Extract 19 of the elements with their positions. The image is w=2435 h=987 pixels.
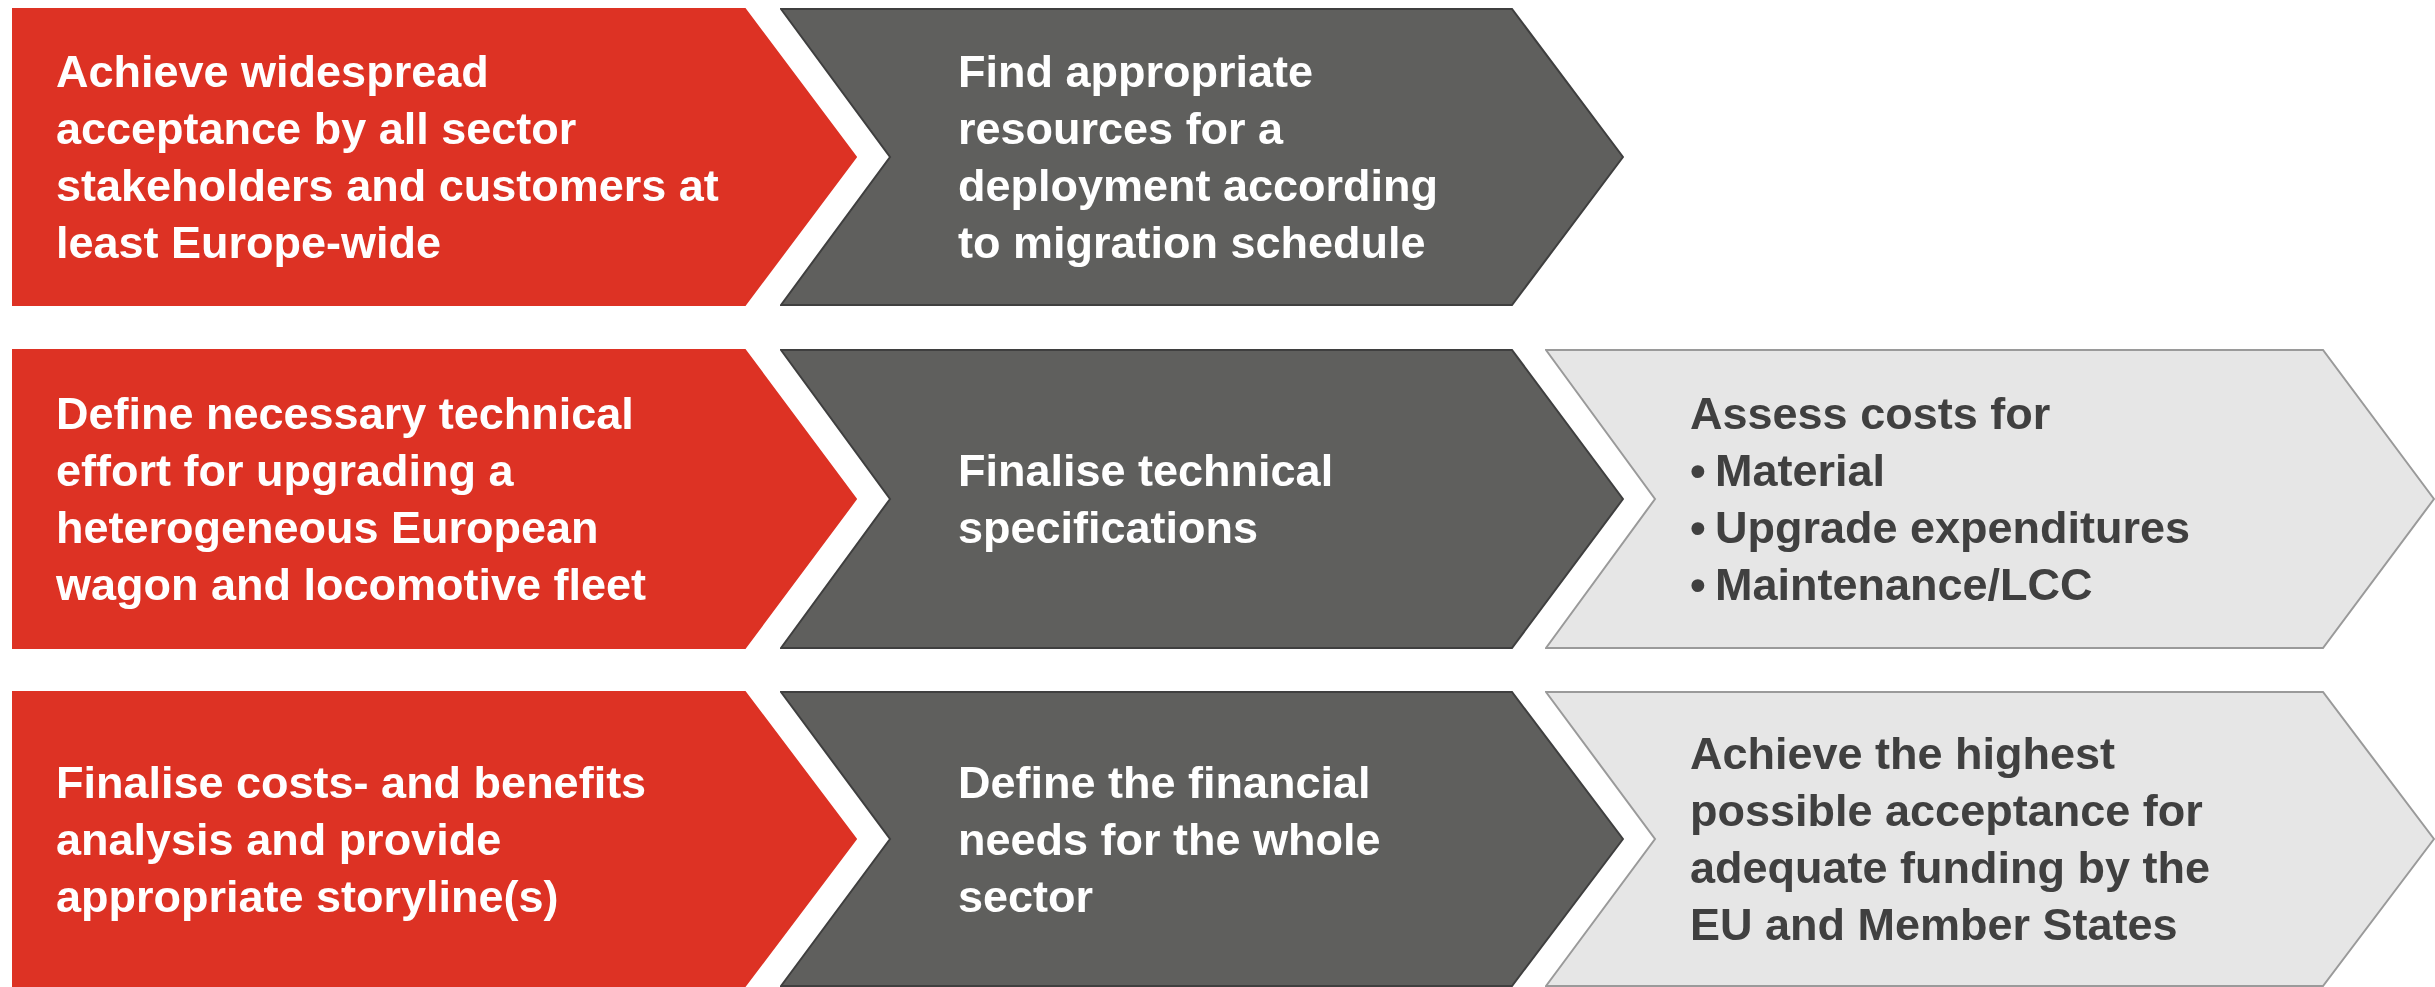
chevron-step bbox=[12, 8, 857, 306]
chevron-step bbox=[780, 8, 1624, 306]
chevron-step bbox=[1545, 349, 2435, 649]
step-text: Finalise technical specifications bbox=[958, 444, 1335, 555]
chevron-step bbox=[12, 691, 857, 987]
step-text: Achieve widespread acceptance by all sector stakeholders and customers at least Europe-wide bbox=[56, 45, 720, 270]
step-text: Achieve the highest possible acceptance for adequate funding by the EU and Member States bbox=[1690, 727, 2211, 952]
chevron-step bbox=[1545, 691, 2435, 987]
bullet-item: • Material bbox=[1690, 444, 1887, 498]
step-text: Define necessary technical effort for upgrading a heterogeneous European wagon and locomotive fleet bbox=[56, 387, 648, 612]
bullet-item: • Upgrade expenditures bbox=[1690, 501, 2192, 555]
chevron-step bbox=[780, 349, 1624, 649]
step-text: Assess costs for bbox=[1690, 387, 2052, 441]
bullet-item: • Maintenance/LCC bbox=[1690, 558, 2094, 612]
step-text: Find appropriate resources for a deployment according to migration schedule bbox=[958, 45, 1440, 270]
chevron-step bbox=[12, 349, 857, 649]
chevron-step bbox=[780, 691, 1624, 987]
step-text: Define the financial needs for the whole sector bbox=[958, 755, 1382, 924]
step-text: Finalise costs- and benefits analysis and provide appropriate storyline(s) bbox=[56, 755, 648, 924]
